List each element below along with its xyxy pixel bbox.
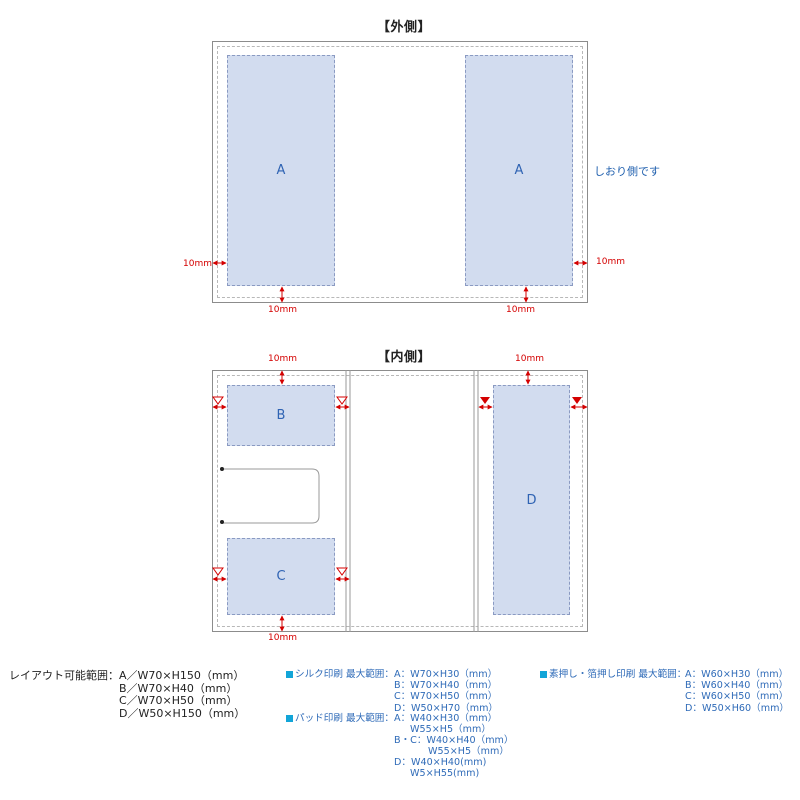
pad-spec-d-2: W5×H55(mm)	[410, 768, 480, 779]
inner-zone-c: C	[227, 538, 335, 615]
emboss-spec-list: A：W60×H30（mm）B：W60×H40（mm）C：W60×H50（mm）D…	[685, 669, 789, 714]
inner-zone-d: D	[493, 385, 570, 615]
zone-c-label: C	[276, 569, 286, 584]
pad-heading: パッド印刷 最大範囲：	[286, 713, 394, 724]
emboss-bullet-icon	[540, 671, 547, 678]
outer-cover-margin-line	[217, 46, 583, 298]
zone-d-label: D	[526, 492, 537, 508]
outer-dim-left: 10mm	[183, 259, 212, 269]
pad-spec-d: D：W40×H40(mm)	[394, 757, 487, 768]
pad-bullet-icon	[286, 715, 293, 722]
emboss-spec-c: C：W60×H50（mm）	[685, 691, 789, 703]
silk-spec-b: B：W70×H40（mm）	[394, 680, 498, 692]
outer-title: 【外側】	[377, 20, 432, 35]
emboss-heading: 素押し・箔押し印刷 最大範囲：	[540, 669, 686, 680]
outer-dim-bottom-right: 10mm	[506, 305, 535, 315]
bookmark-side-note: しおり側です	[594, 165, 660, 178]
inner-zone-b: B	[227, 385, 335, 446]
pad-heading-text: パッド印刷 最大範囲：	[295, 713, 394, 724]
inner-cover-margin-line	[217, 375, 583, 627]
emboss-spec-a: A：W60×H30（mm）	[685, 669, 789, 680]
silk-spec-c: C：W70×H50（mm）	[394, 691, 498, 703]
zone-a-left-label: A	[276, 163, 286, 178]
inner-dim-top-left: 10mm	[268, 354, 297, 364]
silk-spec-a: A：W70×H30（mm）	[394, 669, 498, 680]
inner-title: 【内側】	[377, 350, 432, 365]
emboss-spec-b: B：W60×H40（mm）	[685, 680, 789, 692]
silk-spec-list: A：W70×H30（mm）B：W70×H40（mm）C：W70×H50（mm）D…	[394, 669, 498, 714]
emboss-spec-d: D：W50×H60（mm）	[685, 702, 790, 714]
outer-dim-right: 10mm	[596, 257, 625, 267]
silk-bullet-icon	[286, 671, 293, 678]
silk-heading: シルク印刷 最大範囲：	[286, 669, 394, 680]
silk-heading-text: シルク印刷 最大範囲：	[295, 669, 394, 680]
pad-spec-a: A：W40×H30（mm）	[394, 713, 498, 724]
zone-b-label: B	[276, 408, 286, 423]
layout-spec-b: B／W70×H40（mm）	[119, 681, 238, 695]
outer-zone-a-left: A	[227, 55, 335, 286]
pad-spec-bc-2: W55×H5（mm）	[428, 746, 509, 757]
layout-spec-c: C／W70×H50（mm）	[119, 694, 238, 707]
pad-spec-bc: B・C：W40×H40（mm）	[394, 735, 514, 746]
zone-a-right-label: A	[514, 163, 524, 178]
inner-dim-top-right: 10mm	[515, 354, 544, 364]
layout-specs-heading: レイアウト可能範囲：	[9, 669, 119, 682]
outer-dim-bottom-left: 10mm	[268, 305, 297, 315]
emboss-heading-text: 素押し・箔押し印刷 最大範囲：	[549, 669, 687, 680]
layout-spec-a: A／W70×H150（mm）	[119, 669, 245, 682]
layout-specs-list: A／W70×H150（mm）B／W70×H40（mm）C／W70×H50（mm）…	[119, 669, 246, 720]
pad-spec-a-2: W55×H5（mm）	[410, 724, 491, 735]
outer-zone-a-right: A	[465, 55, 573, 286]
silk-spec-d: D：W50×H70（mm）	[394, 702, 499, 714]
layout-spec-d: D／W50×H150（mm）	[119, 706, 246, 720]
inner-dim-bottom-left: 10mm	[268, 633, 297, 643]
